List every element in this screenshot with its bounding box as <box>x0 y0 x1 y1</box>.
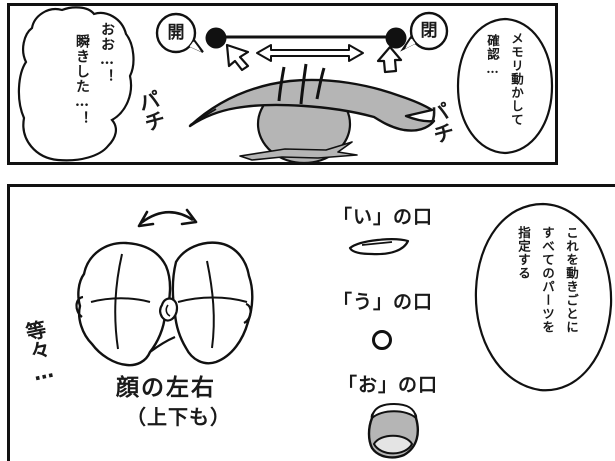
slider-handle-close <box>385 27 407 49</box>
bubble-line: 指定する <box>516 226 531 280</box>
speech-bubble-bottom-right <box>474 202 613 392</box>
speech-bubble-top-right <box>456 17 554 155</box>
speech-bubble-left-text: おお…！ 瞬きした…！ <box>52 22 122 156</box>
open-label: 開 <box>167 23 185 43</box>
mouth-u-drawing <box>372 330 392 350</box>
cursor-arrow-right-icon <box>376 45 403 74</box>
mouth-o-label: 「お」の口 <box>338 374 439 396</box>
double-arrow-icon <box>256 44 364 62</box>
bubble-line: 瞬きした…！ <box>74 34 90 126</box>
mouth-i-label: 「い」の口 <box>333 206 434 228</box>
mouth-u-label: 「う」の口 <box>333 291 434 313</box>
slider-handle-open <box>205 27 227 49</box>
open-badge-bubble <box>155 12 204 54</box>
bubble-line: おお…！ <box>99 22 115 84</box>
bubble-line: 確認… <box>485 34 500 77</box>
mouth-i-drawing <box>348 238 410 256</box>
bubble-line: メモリ動かして <box>509 32 524 127</box>
bubble-line: すべてのパーツを <box>540 226 555 334</box>
close-badge-bubble <box>400 11 449 52</box>
eye-drawing <box>188 63 436 165</box>
close-label: 閉 <box>420 21 438 41</box>
speech-bubble-left <box>17 6 135 162</box>
bubble-line: これを動きごとに <box>564 226 579 334</box>
heads-caption-line2: （上下も） <box>126 405 231 429</box>
speech-bubble-top-right-text: メモリ動かして 確認… <box>473 32 531 150</box>
head-turn-arrow-icon <box>137 208 198 228</box>
cursor-arrow-left-icon <box>225 43 250 72</box>
speech-bubble-bottom-right-text: これを動きごとに すべてのパーツを 指定する <box>498 226 586 374</box>
heads-sketch <box>75 241 254 367</box>
heads-caption-line1: 顔の左右 <box>116 375 216 401</box>
mouth-o-drawing <box>367 402 419 459</box>
